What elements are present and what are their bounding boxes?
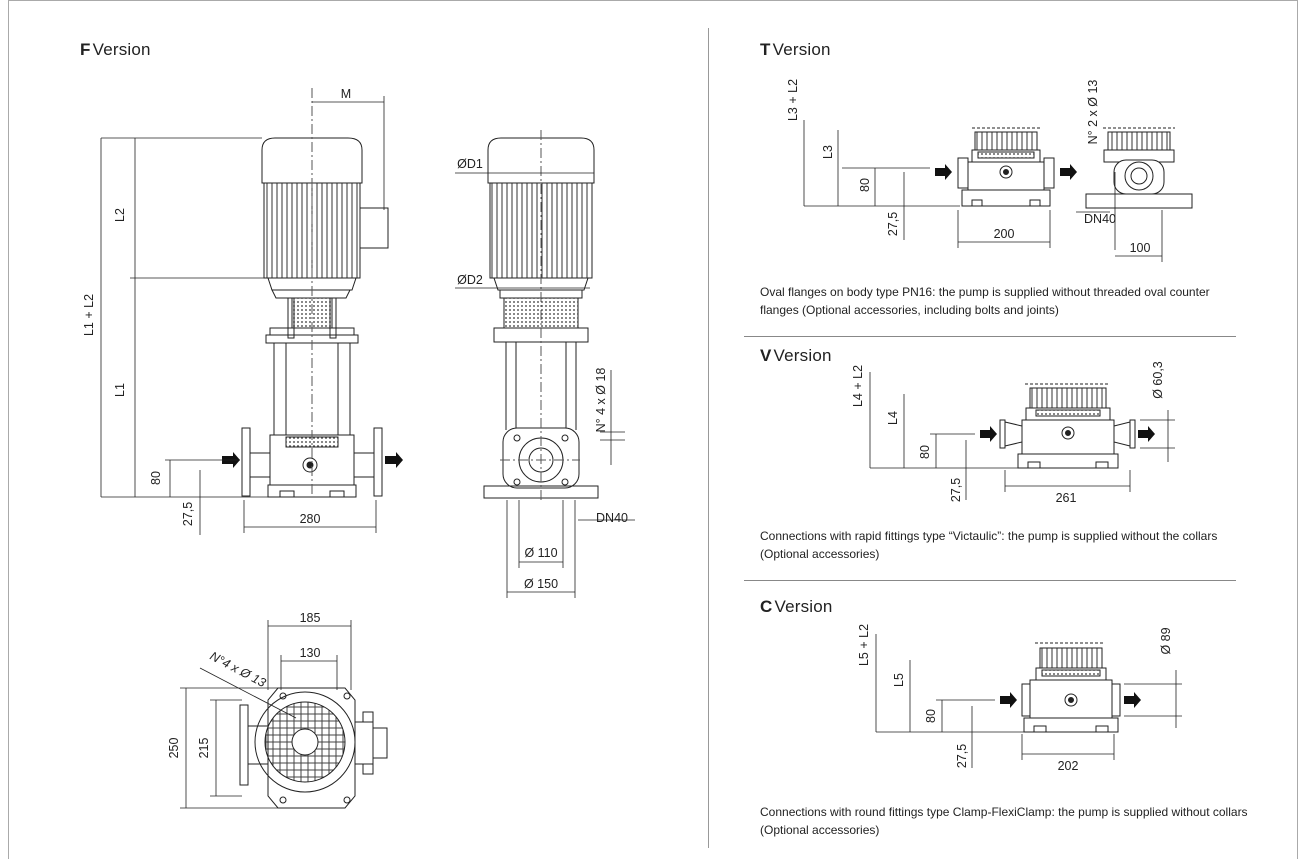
v-dim-261: 261 [1056,491,1077,505]
f-dim-od2: ØD2 [457,273,483,287]
v-outlet-arrow [1138,426,1155,442]
c-dim-202: 202 [1058,759,1079,773]
t-dim-l3-l2: L3 + L2 [786,79,800,121]
t-version-note: Oval flanges on body type PN16: the pump… [760,285,1210,317]
f-dim-d150: Ø 150 [524,577,558,591]
v-dim-lines [869,372,1175,500]
c-dim-d89: Ø 89 [1159,627,1173,654]
f-side-view [483,130,599,500]
c-inlet-arrow [1000,692,1017,708]
separator-v-c [744,580,1236,581]
frame-top-border [8,0,1298,1]
t-outlet-arrow [1060,164,1077,180]
f-dim-250: 250 [167,738,181,759]
separator-t-v [744,336,1236,337]
f-dim-280: 280 [300,512,321,526]
f-dim-holes-18: N° 4 x Ø 18 [594,368,608,433]
c-front-view [1021,642,1121,733]
c-outlet-arrow [1124,692,1141,708]
t-front-view [957,127,1055,207]
f-dim-l1: L1 [113,383,127,397]
v-dim-l4-l2: L4 + L2 [851,365,865,407]
t-dim-dn40: DN40 [1084,212,1116,226]
f-outlet-arrow [385,452,403,468]
f-side-dim-lines [455,172,635,598]
v-dim-80: 80 [918,445,932,459]
t-dim-l3: L3 [821,145,835,159]
c-version-note: Connections with round fittings type Cla… [760,805,1248,837]
c-dim-l5-l2: L5 + L2 [857,624,871,666]
v-dim-l4: L4 [886,411,900,425]
t-dim-80: 80 [858,178,872,192]
f-dim-holes-13: N°4 x Ø 13 [208,649,269,690]
f-front-view [241,88,389,498]
f-dim-m: M [341,87,351,101]
f-dim-l1-l2: L1 + L2 [82,294,96,336]
f-dim-130: 130 [300,646,321,660]
frame-right-border [1297,0,1298,859]
t-side-view [1085,127,1193,209]
c-dim-l5: L5 [892,673,906,687]
v-dim-27-5: 27,5 [949,478,963,502]
f-front-dim-lines [100,96,385,535]
t-dim-200: 200 [994,227,1015,241]
c-dim-80: 80 [924,709,938,723]
t-dim-100: 100 [1130,241,1151,255]
v-inlet-arrow [980,426,997,442]
v-front-view [999,383,1136,469]
t-dim-27-5: 27,5 [886,212,900,236]
v-version-note: Connections with rapid fittings type “Vi… [760,529,1218,561]
f-top-dim-lines [180,620,352,809]
t-dim-lines [803,120,1163,262]
c-dim-27-5: 27,5 [955,744,969,768]
f-dim-l2: L2 [113,208,127,222]
v-dim-d60-3: Ø 60,3 [1151,361,1165,399]
f-dim-27-5: 27,5 [181,502,195,526]
f-dim-od1: ØD1 [457,157,483,171]
c-dim-lines [875,634,1182,768]
column-divider [708,28,709,848]
f-dim-d110: Ø 110 [524,546,557,560]
f-dim-185: 185 [300,611,321,625]
f-top-view [239,687,388,809]
t-dim-holes-13: N° 2 x Ø 13 [1086,80,1100,145]
f-dim-80: 80 [149,471,163,485]
f-dim-215: 215 [197,738,211,759]
f-dim-dn40: DN40 [596,511,628,525]
frame-left-border [8,0,9,859]
t-inlet-arrow [935,164,952,180]
